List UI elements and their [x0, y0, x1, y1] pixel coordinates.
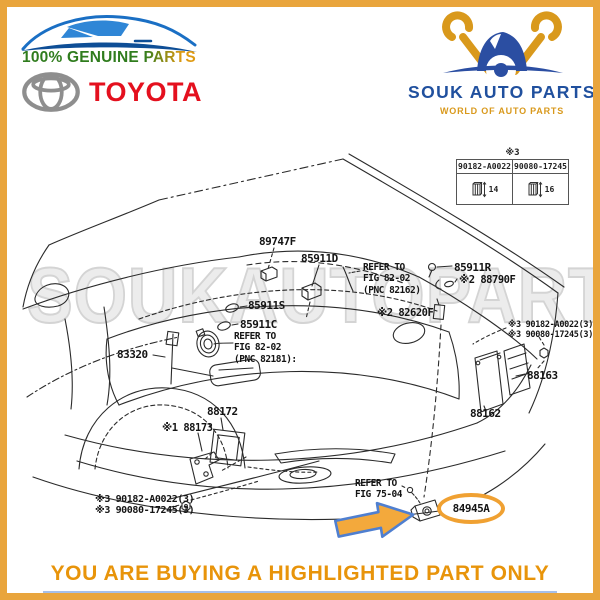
parts-diagram-line-art: [22, 153, 565, 539]
part-label-85911c: 85911C: [240, 318, 277, 331]
souk-brand-text: SOUK AUTO PARTS: [408, 82, 596, 102]
part-label-85911s: 85911S: [248, 299, 285, 312]
refer-note-82181: REFER TO FIG 82-02 (PNC 82181):: [234, 331, 297, 365]
part-callouts: [152, 247, 549, 522]
fastener-part-number: 90080-17245: [513, 160, 568, 174]
toyota-emblem-icon: [22, 72, 80, 112]
part-label-88162: 88162: [470, 407, 501, 420]
fastener-part-number: 90182-A0022: [457, 160, 512, 174]
genuine-parts-tagline: 100% GENUINE PARTS: [22, 49, 196, 66]
part-label-88790f: ※2 88790F: [459, 274, 516, 286]
part-label-88163: 88163: [527, 369, 558, 382]
fastener-cell: 90080-17245 16: [513, 160, 568, 204]
part-label-85911d: 85911D: [301, 252, 338, 265]
nut-icon: [472, 181, 487, 198]
part-label-83320: 83320: [117, 348, 148, 361]
toyota-brand-text: TOYOTA: [89, 76, 203, 107]
car-silhouette-icon: [21, 15, 197, 52]
genuine-parts-logo: 100% GENUINE PARTS TOYOTA: [17, 11, 207, 131]
footer-notice: YOU ARE BUYING A HIGHLIGHTED PART ONLY: [7, 562, 593, 593]
part-label-82620f: ※2 82620F: [377, 307, 434, 319]
fastener-table-note: ※3: [505, 148, 520, 158]
part-label-85911r: 85911R: [454, 261, 491, 274]
part-label-90080-right: ※3 90080-17245(3): [508, 330, 594, 340]
refer-note-82162: REFER TO FIG 82-02 (PNC 82162): [363, 262, 421, 296]
part-label-90182-right: ※3 90182-A0022(3): [508, 320, 594, 330]
highlighted-part-badge: 84945A: [437, 493, 505, 524]
wrench-car-icon: [442, 11, 563, 85]
fastener-size: 14: [488, 184, 499, 194]
souk-auto-parts-logo: SOUK AUTO PARTS WORLD OF AUTO PARTS: [405, 11, 596, 116]
part-label-88172: 88172: [207, 405, 238, 418]
part-label-90080-left: ※3 90080-17245(3): [95, 505, 195, 516]
nut-icon: [528, 181, 543, 198]
part-label-89747f: 89747F: [259, 235, 296, 248]
fastener-table: ※3 90182-A0022 14 90080-17245: [456, 148, 569, 205]
part-label-90182-left: ※3 90182-A0022(3): [95, 494, 195, 505]
watermark-text: SOUKAUTOPARTS: [26, 250, 600, 340]
part-label-88173: ※1 88173: [162, 422, 213, 434]
souk-tagline-text: WORLD OF AUTO PARTS: [439, 106, 565, 116]
footer-notice-text: YOU ARE BUYING A HIGHLIGHTED PART ONLY: [42, 562, 558, 593]
highlight-arrow-icon: [333, 501, 415, 539]
fastener-size: 16: [544, 184, 555, 194]
fastener-cell: 90182-A0022 14: [457, 160, 513, 204]
refer-note-75-04: REFER TO FIG 75-04: [355, 478, 402, 501]
